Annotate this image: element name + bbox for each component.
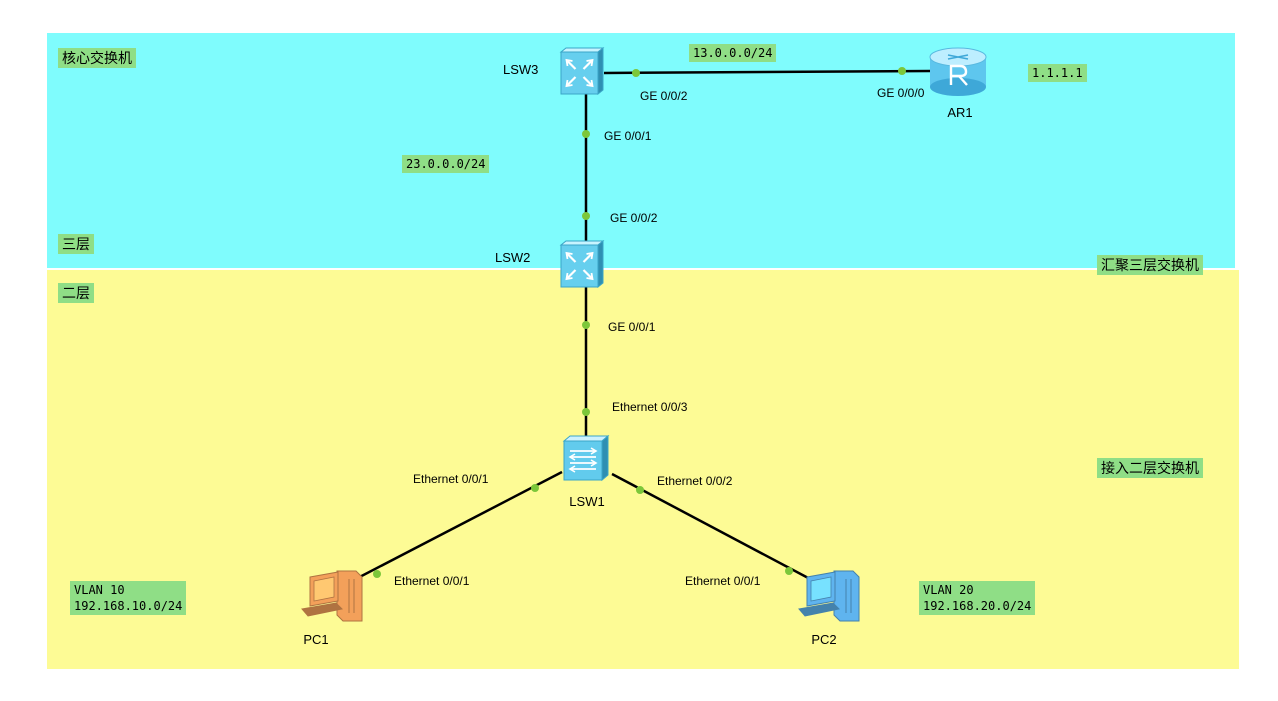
device-label-ar1: AR1 (947, 105, 972, 120)
device-label-lsw1: LSW1 (569, 494, 604, 509)
port-label-pc2-ethernet-0-0-1: Ethernet 0/0/1 (685, 574, 761, 588)
port-label-ar1-ge-0-0-0: GE 0/0/0 (877, 86, 925, 100)
loopback-tag: 1.1.1.1 (1028, 64, 1087, 82)
device-ar1[interactable]: AR1 (929, 47, 987, 120)
device-pc2[interactable]: PC2 (798, 570, 860, 647)
link-lsw3-ar1 (603, 69, 931, 75)
vlan10-subnet: 192.168.10.0/24 (74, 599, 183, 613)
device-lsw1[interactable]: LSW1 (562, 434, 610, 509)
device-pc1[interactable]: PC1 (301, 570, 363, 647)
vlan20-tag: VLAN 20 192.168.20.0/24 (919, 581, 1036, 615)
access-switch-tag: 接入二层交换机 (1097, 458, 1203, 478)
port-label-lsw1-ethernet-0-0-1: Ethernet 0/0/1 (413, 472, 489, 486)
link-lsw1-pc1 (349, 470, 563, 584)
port-dot-lsw1-ethernet-0-0-3 (582, 408, 590, 416)
layer2-zone (47, 270, 1239, 669)
subnet-13-tag: 13.0.0.0/24 (689, 44, 777, 62)
port-label-lsw3-ge-0-0-1: GE 0/0/1 (604, 129, 652, 143)
vlan20-name: VLAN 20 (923, 583, 974, 597)
l3-switch-icon (559, 46, 605, 96)
l2-switch-icon (562, 434, 610, 482)
device-lsw2[interactable]: LSW2 (495, 239, 605, 289)
port-label-lsw2-ge-0-0-1: GE 0/0/1 (608, 320, 656, 334)
port-dot-lsw1-ethernet-0-0-2 (636, 486, 644, 494)
device-label-lsw2: LSW2 (495, 250, 530, 265)
vlan10-name: VLAN 10 (74, 583, 125, 597)
port-dot-pc1-ethernet-0-0-1 (373, 570, 381, 578)
aggregation-switch-tag: 汇聚三层交换机 (1097, 255, 1203, 275)
vlan10-tag: VLAN 10 192.168.10.0/24 (70, 581, 187, 615)
port-label-lsw1-ethernet-0-0-2: Ethernet 0/0/2 (657, 474, 733, 488)
core-switch-tag: 核心交换机 (58, 48, 136, 68)
port-dot-pc2-ethernet-0-0-1 (785, 567, 793, 575)
port-dot-lsw3-ge-0-0-2 (632, 69, 640, 77)
port-dot-lsw2-ge-0-0-2 (582, 212, 590, 220)
port-label-lsw2-ge-0-0-2: GE 0/0/2 (610, 211, 658, 225)
subnet-23-tag: 23.0.0.0/24 (402, 155, 490, 173)
device-label-pc1: PC1 (303, 632, 328, 647)
link-lsw1-pc2 (611, 472, 813, 582)
pc-icon (798, 570, 860, 622)
vlan20-subnet: 192.168.20.0/24 (923, 599, 1032, 613)
layer3-tag: 三层 (58, 234, 94, 254)
device-label-lsw3: LSW3 (503, 62, 538, 77)
port-dot-lsw3-ge-0-0-1 (582, 130, 590, 138)
device-label-pc2: PC2 (811, 632, 836, 647)
pc-icon (301, 570, 363, 622)
port-dot-lsw2-ge-0-0-1 (582, 321, 590, 329)
port-dot-lsw1-ethernet-0-0-1 (531, 484, 539, 492)
device-lsw3[interactable]: LSW3 (503, 46, 605, 96)
router-icon (929, 47, 987, 96)
port-dot-ar1-ge-0-0-0 (898, 67, 906, 75)
port-label-lsw3-ge-0-0-2: GE 0/0/2 (640, 89, 688, 103)
layer2-tag: 二层 (58, 283, 94, 303)
port-label-pc1-ethernet-0-0-1: Ethernet 0/0/1 (394, 574, 470, 588)
l3-switch-icon (559, 239, 605, 289)
port-label-lsw1-ethernet-0-0-3: Ethernet 0/0/3 (612, 400, 688, 414)
